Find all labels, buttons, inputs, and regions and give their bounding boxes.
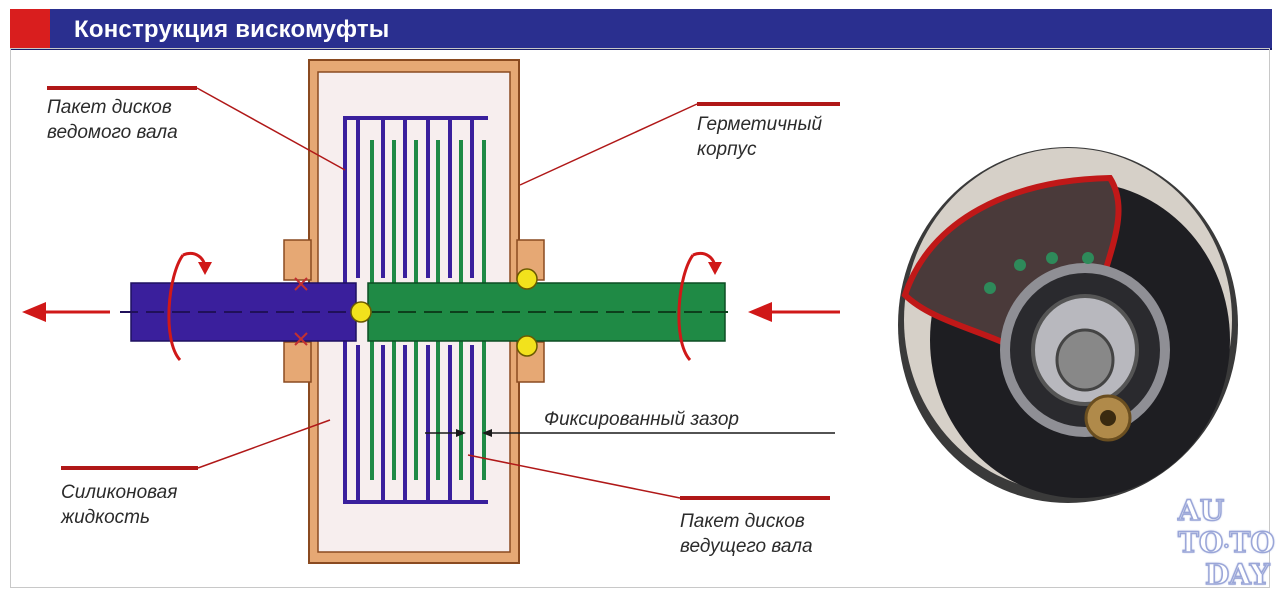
title-accent: [10, 9, 50, 48]
label-driven-shaft-discs: Пакет дисков ведомого вала: [47, 95, 178, 145]
gap-indicator: [425, 429, 835, 437]
driving-disc-pack: [370, 140, 486, 480]
label-line: ведомого вала: [47, 122, 178, 143]
driven-shaft: [120, 282, 357, 342]
label-silicone-fluid: Силиконовая жидкость: [61, 480, 177, 530]
watermark-logo: TO·TO: [1177, 526, 1276, 559]
watermark-line: TO: [1229, 526, 1276, 559]
content-border: [10, 48, 1270, 588]
label-fixed-gap: Фиксированный зазор: [544, 407, 739, 432]
title-bar: Конструкция вискомуфты: [10, 9, 1272, 50]
watermark-line: AU: [1177, 494, 1225, 527]
watermark-logo: DAY: [1204, 558, 1270, 591]
label-line: Герметичный: [697, 114, 823, 135]
callout-bars: [47, 86, 840, 500]
label-driving-shaft-discs: Пакет дисков ведущего вала: [680, 509, 813, 559]
bearings: [350, 268, 538, 357]
watermark-logo: AU: [1177, 494, 1225, 527]
rotation-arrow-icon: [167, 252, 212, 362]
label-sealed-housing: Герметичный корпус: [697, 112, 822, 162]
page-title: Конструкция вискомуфты: [74, 16, 390, 43]
label-line: Силиконовая: [61, 482, 178, 503]
seal-marks: [294, 277, 308, 346]
direction-arrows: [22, 302, 840, 322]
rotation-arrow-icon: [677, 252, 722, 362]
watermark-line: DAY: [1204, 558, 1270, 591]
label-line: корпус: [697, 139, 757, 160]
label-line: Пакет дисков: [680, 511, 805, 532]
watermark-line: TO: [1177, 526, 1224, 559]
driving-shaft: [367, 282, 735, 342]
label-line: Пакет дисков: [47, 97, 172, 118]
callout-leaders: [196, 87, 698, 499]
label-line: ведущего вала: [680, 536, 813, 557]
label-line: Фиксированный зазор: [544, 409, 739, 430]
viscous-coupling-cutaway-photo: [898, 147, 1238, 503]
label-line: жидкость: [61, 507, 150, 528]
